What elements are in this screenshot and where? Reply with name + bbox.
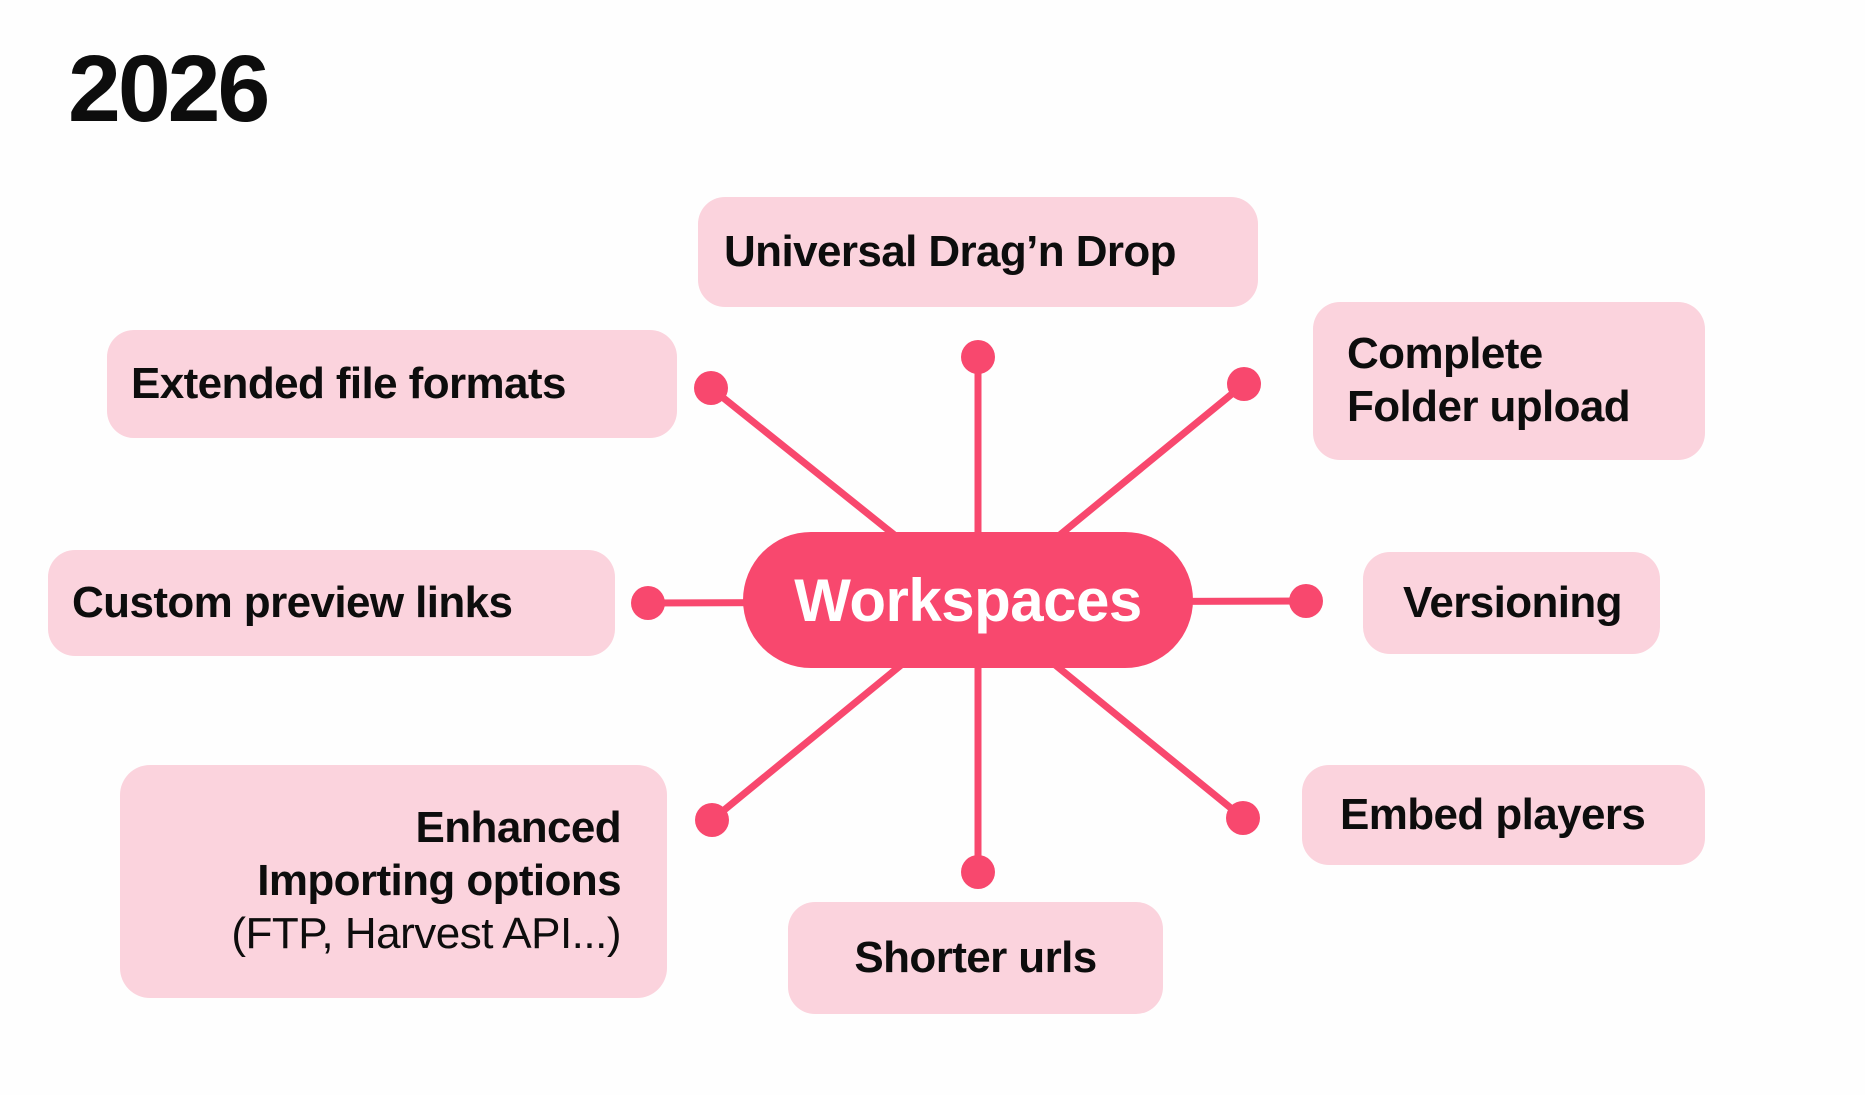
endpoint-dot-left — [631, 586, 665, 620]
center-node-workspaces: Workspaces — [743, 532, 1193, 668]
endpoint-dot-bottom-left — [695, 803, 729, 837]
endpoint-dot-top — [961, 340, 995, 374]
endpoint-dot-bottom — [961, 855, 995, 889]
node-custom-preview-links: Custom preview links — [48, 550, 615, 656]
node-complete-folder-upload: Complete Folder upload — [1313, 302, 1705, 460]
node-embed-players: Embed players — [1302, 765, 1705, 865]
node-extended-file-formats: Extended file formats — [107, 330, 677, 438]
node-versioning: Versioning — [1363, 552, 1660, 654]
node-label: Complete Folder upload — [1347, 329, 1631, 431]
node-label: Shorter urls — [854, 932, 1097, 982]
node-universal-drag-n-drop: Universal Drag’n Drop — [698, 197, 1258, 307]
node-label: Enhanced Importing options — [257, 803, 621, 906]
endpoint-dot-right — [1289, 584, 1323, 618]
node-enhanced-importing-options: Enhanced Importing options (FTP, Harvest… — [120, 765, 667, 998]
endpoint-dot-bottom-right — [1226, 801, 1260, 835]
endpoint-dot-top-left — [694, 371, 728, 405]
page-title: 2026 — [68, 36, 270, 142]
node-label: Universal Drag’n Drop — [724, 226, 1177, 276]
node-label: Custom preview links — [72, 577, 513, 627]
node-shorter-urls: Shorter urls — [788, 902, 1163, 1014]
node-label: Versioning — [1403, 577, 1623, 627]
node-label: Embed players — [1340, 789, 1646, 839]
node-label: Extended file formats — [131, 358, 566, 408]
endpoint-dot-top-right — [1227, 367, 1261, 401]
center-node-label: Workspaces — [794, 566, 1142, 634]
node-sublabel: (FTP, Harvest API...) — [231, 908, 621, 958]
